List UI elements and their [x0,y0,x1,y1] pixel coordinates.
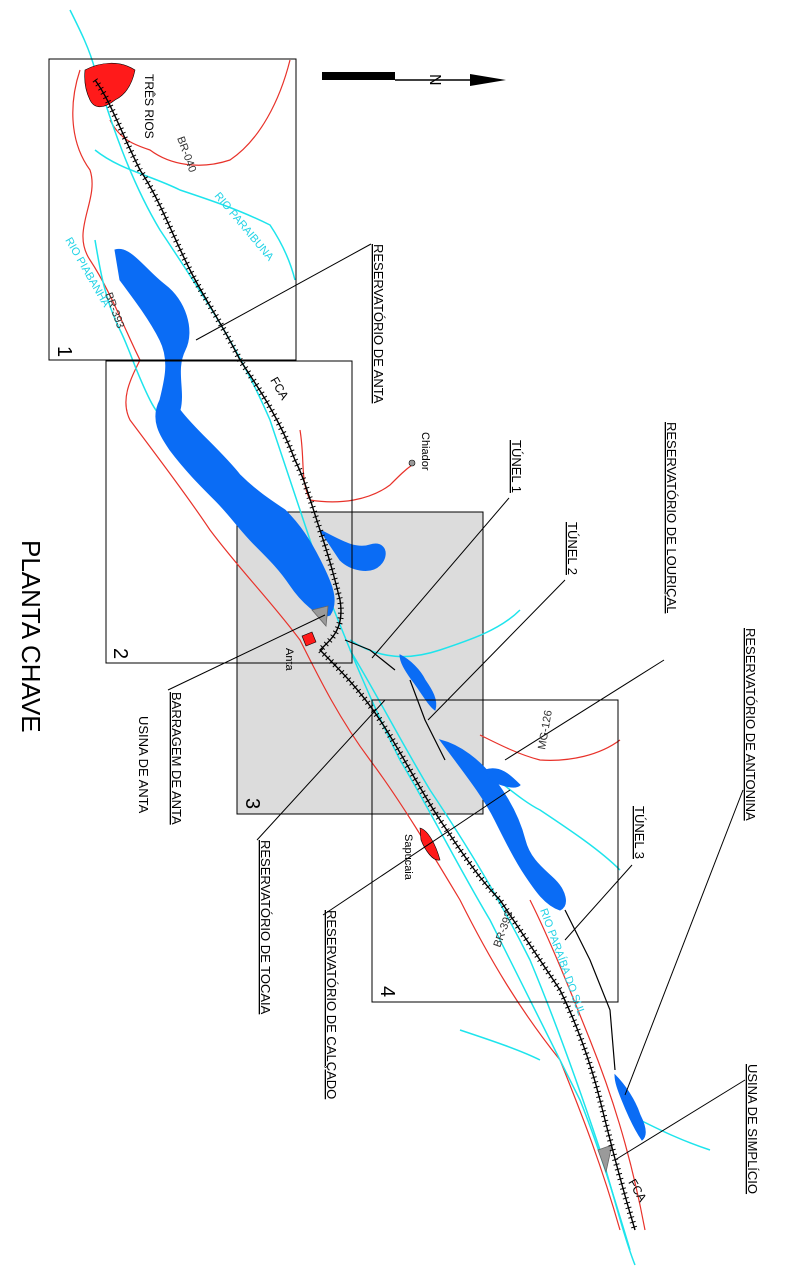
reservoir-antonina [614,1073,646,1141]
leader-barragem-anta [167,614,326,691]
panel-1-number: 1 [53,346,75,357]
north-arrow-head [470,74,506,86]
tunnel-1-line [344,639,396,671]
leader-res-antonina [624,789,744,1096]
label-res-anta: RESERVATÓRIO DE ANTA [371,244,386,404]
leader-tunel3 [564,864,633,941]
place-labels: TRÊS RIOS Chiador Anta Sapucaia [142,74,431,881]
north-arrow-shaft-left [322,72,395,80]
railway-label-fca-b: FCA [625,1177,649,1205]
leader-usina-simplicio [614,1079,746,1161]
label-usina-anta: USINA DE ANTA [136,716,151,814]
tunnel-3-line [564,909,616,1071]
place-tres-rios: TRÊS RIOS [142,74,157,139]
chiador-marker [408,459,416,467]
leader-res-calcado [322,789,511,916]
panel-frames [48,58,619,1003]
river-paraiba-do-sul-2 [349,649,636,1266]
panel-2-frame [105,360,353,664]
city-tres-rios-area [84,62,136,108]
label-tunel2: TÚNEL 2 [565,522,580,575]
river-tributary-3 [459,1029,541,1061]
label-res-antonina: RESERVATÓRIO DE ANTONINA [743,628,758,821]
label-res-calcado: RESERVATÓRIO DE CALÇADO [324,910,339,1099]
leader-tunel2 [427,579,566,721]
callout-labels: RESERVATÓRIO DE ANTA TÚNEL 1 TÚNEL 2 RES… [136,244,760,1194]
tunnels-layer [344,639,616,1071]
road-mg126 [479,734,621,761]
tunnel-2-line [409,679,446,761]
label-usina-simplicio: USINA DE SIMPLÍCIO [745,1064,760,1194]
city-sapucaia-area [419,827,441,861]
panel-4-number: 4 [376,986,398,997]
reservoir-anta [114,248,335,617]
river-label-piabanha: RIO PIABANHA [62,236,112,310]
place-anta: Anta [283,648,295,672]
reservoir-calcado [484,768,521,788]
river-paraibuna [94,149,296,281]
road-br393-east [529,899,646,1231]
label-tunel3: TÚNEL 3 [632,806,647,859]
label-tunel1: TÚNEL 1 [509,440,524,493]
map-title: PLANTA CHAVE [16,540,46,733]
label-res-tocaia: RESERVATÓRIO DE TOCAIA [258,840,273,1015]
panel-4-frame [371,699,619,1003]
leader-res-lourical [504,659,665,761]
panel-2-number: 2 [109,648,131,659]
label-res-lourical: RESERVATÓRIO DE LOURIÇAL [664,422,679,613]
railway-line [94,79,636,1231]
panel-3-number: 3 [241,798,263,809]
road-br040 [72,69,621,1231]
reservoir-lourical [399,654,437,711]
panel-1-frame [48,58,297,361]
leader-tunel1 [371,497,510,659]
leader-res-anta [195,243,372,341]
railway-fca [92,78,638,1231]
leader-lines [167,243,746,1161]
city-anta-area [301,631,317,647]
label-barragem-anta: BARRAGEM DE ANTA [169,692,184,825]
reservoir-tocaia [438,739,566,911]
leader-res-tocaia [256,699,386,841]
north-arrow: N [322,72,506,86]
place-sapucaia: Sapucaia [402,834,414,881]
plant-simplicio [597,1144,613,1174]
road-chiador [299,429,413,503]
road-label-br040: BR-040 [174,135,198,174]
road-br040-north [109,59,291,166]
river-tributary-4 [639,1119,711,1151]
railway-label-fca-a: FCA [267,375,291,403]
place-chiador: Chiador [419,432,431,471]
river-label-paraibuna: RIO PARAIBUNA [212,190,276,264]
north-label: N [426,74,443,86]
reservoir-anta-arm [318,528,386,571]
roads-layer [72,59,646,1231]
